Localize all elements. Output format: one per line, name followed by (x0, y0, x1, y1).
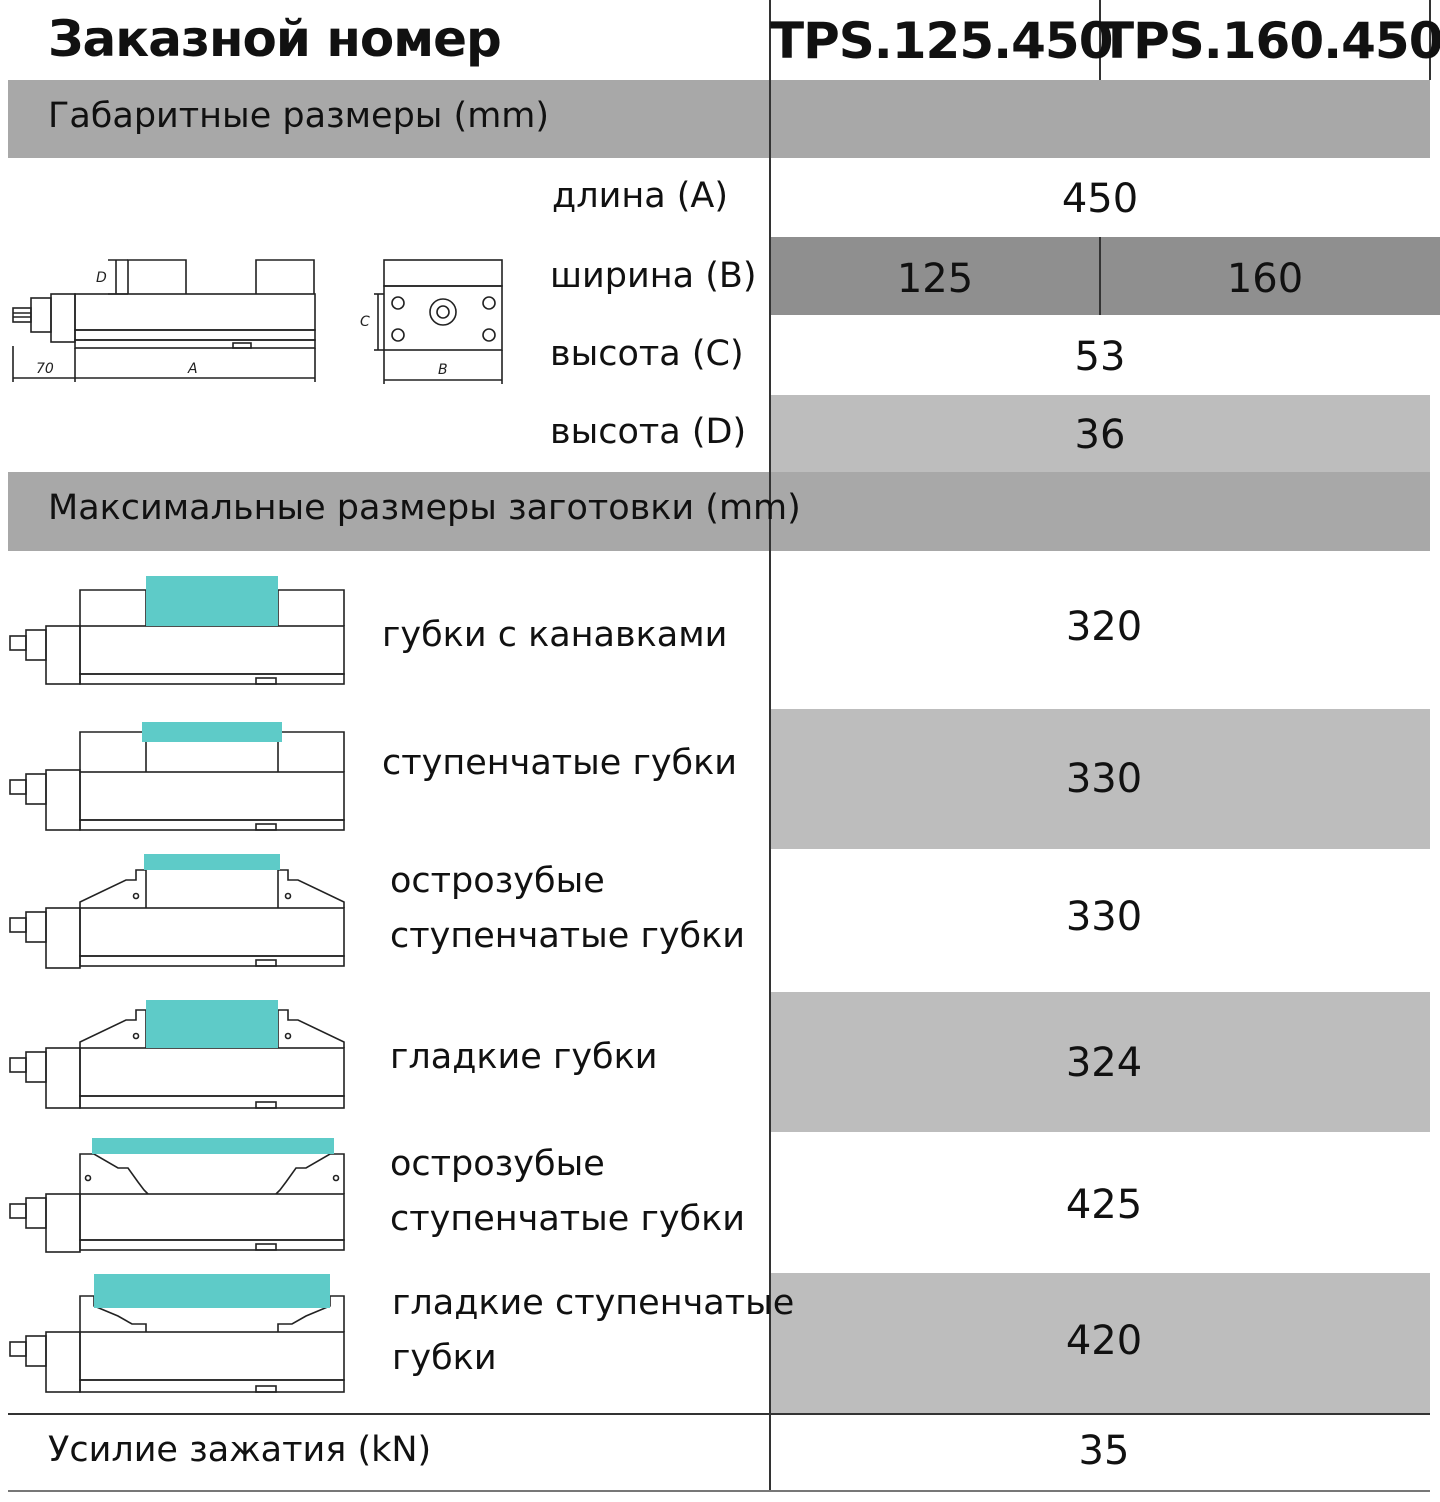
dim-label-b: B (438, 362, 448, 378)
model-160: TPS.160.450 (1100, 12, 1440, 70)
vise-stepped-jaws-icon (9, 722, 345, 831)
force-value: 35 (1078, 1428, 1130, 1474)
vise-dimension-drawing: D 70 A C B (12, 259, 503, 384)
dim-label-a: A (187, 361, 198, 377)
value-height-d: 36 (1074, 412, 1126, 458)
dim-label-70: 70 (36, 361, 54, 377)
wp-label-3a: острозубые (390, 861, 605, 901)
wp-label-2: ступенчатые губки (382, 743, 738, 783)
vise-sharp-stepped-jaws-icon (9, 854, 345, 969)
model-divider-width (1099, 237, 1101, 315)
label-width: ширина (B) (550, 256, 757, 296)
bottom-border (8, 1490, 1430, 1492)
row-band-wp6 (770, 1273, 1430, 1414)
force-label: Усилие зажатия (kN) (48, 1430, 432, 1470)
value-width-160: 160 (1226, 256, 1304, 302)
dim-label-c: C (360, 314, 370, 330)
row-band-width (770, 237, 1440, 315)
wp-label-1: губки с канавками (382, 615, 728, 655)
value-width-125: 125 (896, 256, 974, 302)
model-divider-header (1099, 0, 1101, 80)
section-band-workpiece (8, 472, 1430, 551)
wp-value-3: 330 (1065, 894, 1143, 940)
wp-value-2: 330 (1065, 756, 1143, 802)
wp-value-1: 320 (1065, 604, 1143, 650)
wp-label-6a: гладкие ступенчатые (392, 1283, 795, 1323)
section-title-overall: Габаритные размеры (mm) (48, 96, 550, 136)
section-title-workpiece: Максимальные размеры заготовки (mm) (48, 488, 801, 528)
vise-grooved-jaws-icon (9, 576, 345, 685)
section-band-overall (8, 80, 1430, 158)
label-height-d: высота (D) (550, 412, 747, 452)
vise-sharp-wide-jaws-icon (9, 1138, 345, 1253)
row-band-height-d (770, 395, 1430, 472)
vise-smooth-stepped-jaws-icon (9, 1274, 345, 1393)
value-length: 450 (1061, 176, 1139, 222)
wp-label-5b: ступенчатые губки (390, 1199, 746, 1239)
model-125: TPS.125.450 (770, 12, 1114, 70)
label-height-c: высота (C) (550, 334, 744, 374)
wp-label-4: гладкие губки (390, 1037, 658, 1077)
label-length: длина (A) (552, 176, 729, 216)
row-band-wp4 (770, 992, 1430, 1132)
page-title: Заказной номер (48, 10, 502, 68)
wp-label-6b: губки (392, 1338, 497, 1378)
row-band-wp2 (770, 709, 1430, 849)
right-border-header (1429, 0, 1431, 80)
vise-smooth-jaws-icon (9, 1000, 345, 1109)
wp-label-5a: острозубые (390, 1144, 605, 1184)
wp-value-4: 324 (1065, 1040, 1143, 1086)
dim-label-d: D (96, 270, 107, 286)
column-divider (769, 0, 771, 1492)
force-divider (8, 1413, 1430, 1415)
wp-label-3b: ступенчатые губки (390, 916, 746, 956)
wp-value-5: 425 (1065, 1182, 1143, 1228)
value-height-c: 53 (1074, 334, 1126, 380)
wp-value-6: 420 (1065, 1318, 1143, 1364)
